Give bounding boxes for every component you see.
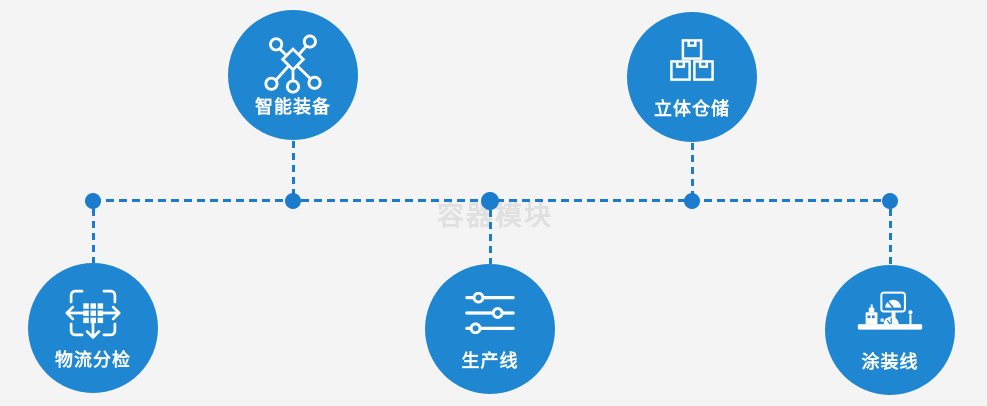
node-production-line[interactable]: 生产线 (425, 264, 555, 394)
node-logistics-sorting[interactable]: 物流分检 (28, 263, 158, 393)
node-label: 生产线 (461, 351, 519, 371)
connector-dot-left (85, 193, 101, 209)
stacked-boxes-icon (670, 39, 714, 81)
node-painting-line[interactable]: 涂装线 (825, 265, 955, 395)
connector-vertical-line-production (488, 210, 492, 264)
node-smart-equipment[interactable]: 智能装备 (228, 10, 358, 140)
connector-vertical-line-painting (888, 209, 892, 265)
connector-vertical-line-equipment (291, 141, 295, 194)
network-nodes-icon (264, 34, 322, 94)
connector-vertical-line-logistics (91, 209, 95, 263)
connector-dot-equipment (285, 193, 301, 209)
control-station-icon (857, 291, 923, 330)
connector-dot-right (882, 193, 898, 209)
node-label: 涂装线 (861, 352, 919, 372)
node-label: 智能装备 (255, 97, 331, 117)
node-label: 立体仓储 (654, 99, 730, 119)
connector-dot-warehouse (684, 193, 700, 209)
sorting-grid-arrows-icon (65, 289, 121, 339)
node-label: 物流分检 (55, 350, 131, 370)
connector-vertical-line-warehouse (690, 143, 694, 194)
sliders-icon (465, 292, 515, 334)
node-warehouse[interactable]: 立体仓储 (627, 12, 757, 142)
connector-dot-center (481, 192, 499, 210)
